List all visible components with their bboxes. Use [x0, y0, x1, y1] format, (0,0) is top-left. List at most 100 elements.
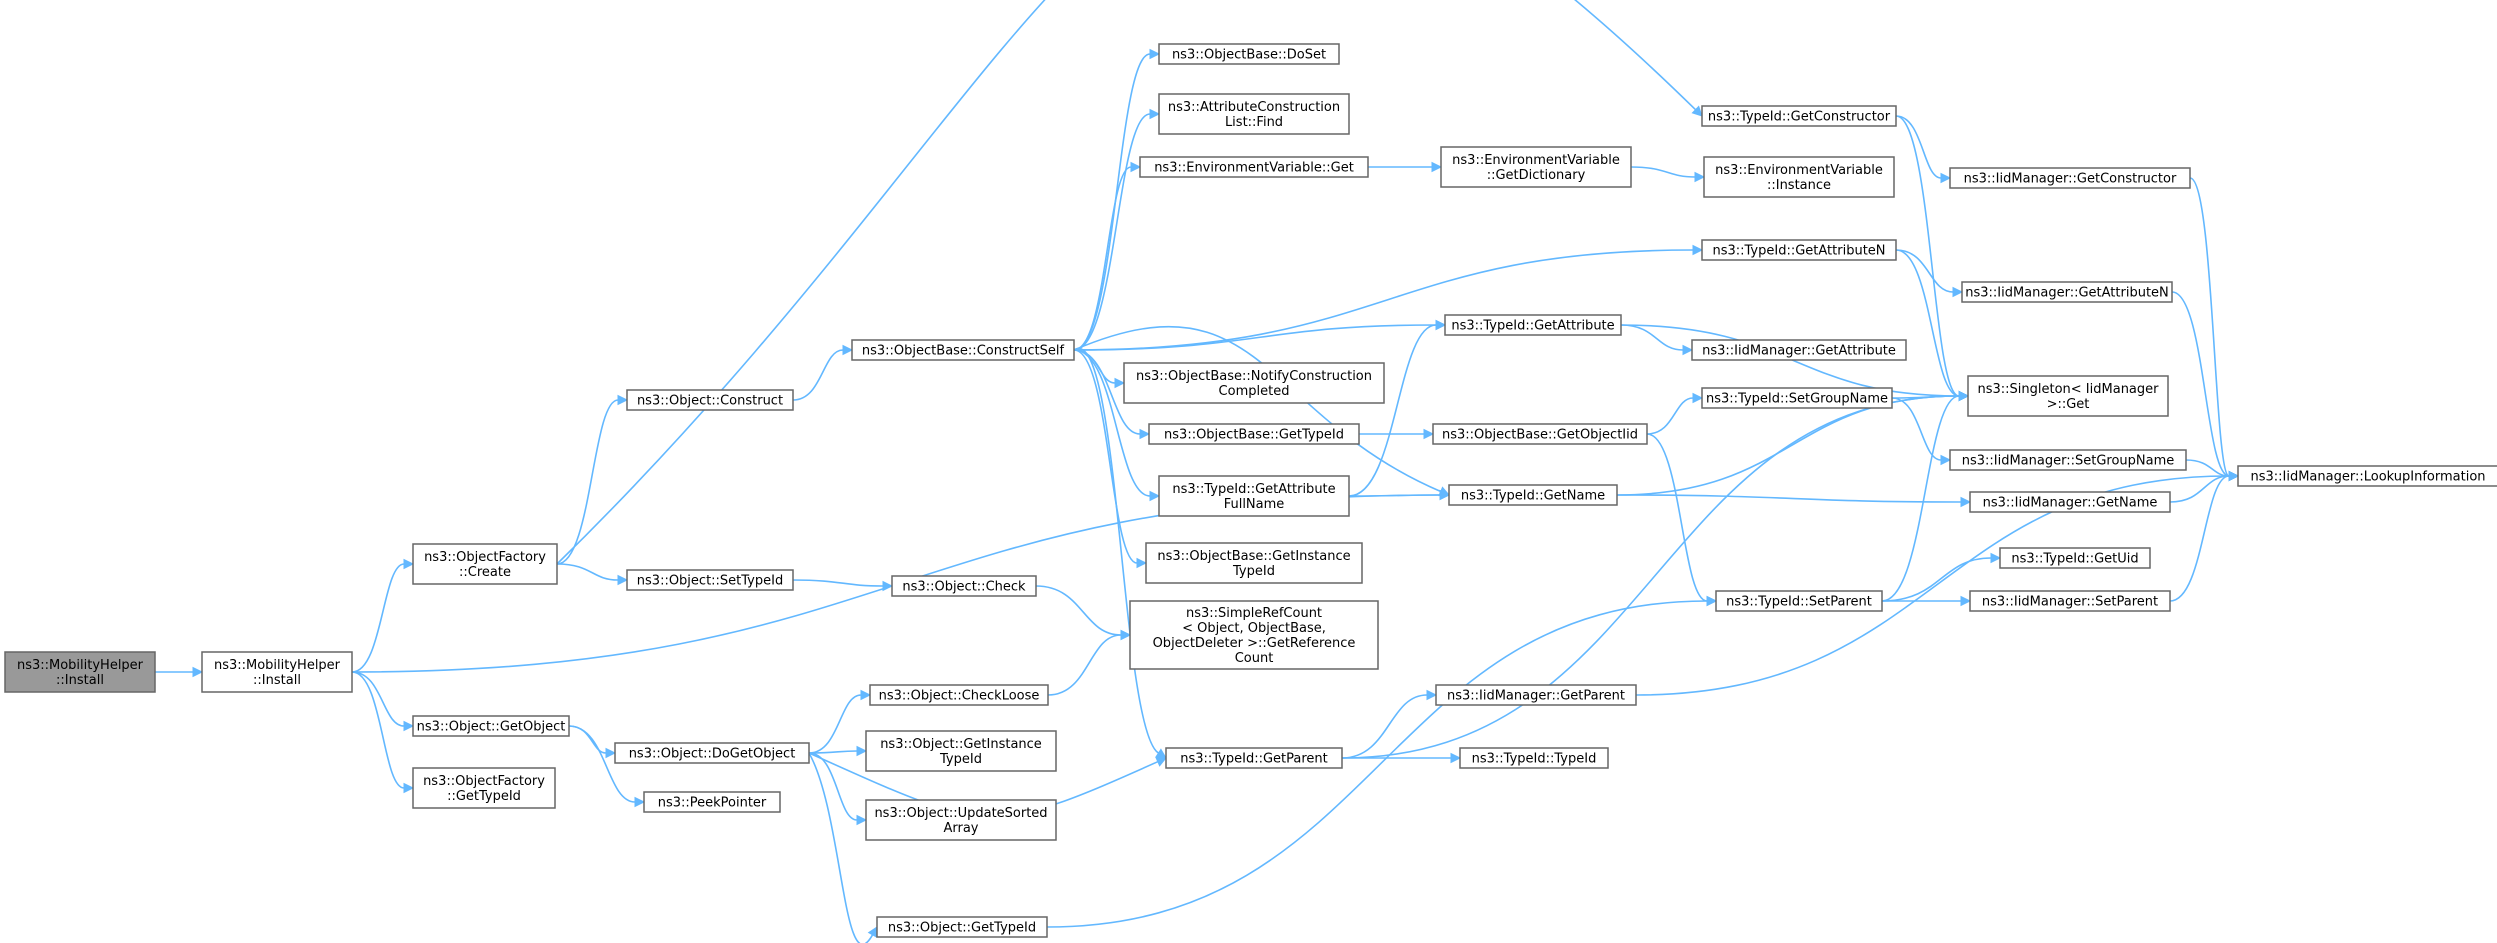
- graph-node[interactable]: ns3::ObjectBase::DoSet: [1158, 43, 1340, 65]
- graph-node[interactable]: ns3::Singleton< IidManager >::Get: [1967, 375, 2169, 417]
- edge-n10-n28: [1073, 325, 1451, 497]
- edge-line: [808, 694, 862, 754]
- graph-node[interactable]: ns3::ObjectFactory::GetTypeId: [412, 767, 556, 809]
- root-node[interactable]: ns3::MobilityHelper::Install: [4, 651, 156, 693]
- node-box: [1440, 146, 1632, 188]
- graph-node[interactable]: ns3::TypeId::GetParent: [1165, 747, 1343, 769]
- edge-n3-n6: [556, 394, 629, 565]
- graph-node[interactable]: ns3::ObjectFactory::Create: [412, 543, 558, 585]
- node-box: [1129, 600, 1379, 670]
- graph-node[interactable]: ns3::IidManager::GetAttribute: [1691, 339, 1907, 361]
- graph-node[interactable]: ns3::TypeId::TypeId: [1459, 747, 1609, 769]
- graph-node[interactable]: ns3::ObjectBase::ConstructSelf: [851, 339, 1075, 361]
- edge-arrowhead: [1426, 689, 1438, 701]
- node-label: ns3::IidManager::GetAttributeN: [1965, 286, 2169, 301]
- edge-n12-n23: [1047, 629, 1132, 696]
- edge-arrowhead: [192, 666, 204, 678]
- graph-node[interactable]: ns3::ObjectBase::GetTypeId: [1148, 423, 1360, 445]
- edge-line: [1341, 694, 1428, 759]
- graph-node[interactable]: ns3::ObjectBase::NotifyConstructionCompl…: [1123, 362, 1385, 404]
- graph-node[interactable]: ns3::EnvironmentVariable::Instance: [1703, 156, 1895, 198]
- node-label: < Object, ObjectBase,: [1182, 621, 1326, 636]
- graph-node[interactable]: ns3::TypeId::SetGroupName: [1701, 387, 1893, 409]
- node-label: TypeId: [939, 752, 982, 767]
- graph-node[interactable]: ns3::Object::CheckLoose: [869, 684, 1049, 706]
- graph-node[interactable]: ns3::Object::GetTypeId: [876, 916, 1048, 938]
- node-label: ns3::TypeId::SetGroupName: [1706, 392, 1888, 407]
- node-label: Completed: [1219, 384, 1290, 399]
- node-label: ns3::TypeId::SetParent: [1726, 595, 1872, 610]
- node-box: [412, 715, 570, 737]
- node-label: ns3::Object::UpdateSorted: [874, 806, 1047, 821]
- edge-line: [351, 671, 405, 789]
- node-box: [1435, 684, 1637, 706]
- edge-line: [1895, 249, 1954, 293]
- graph-node[interactable]: ns3::Object::GetObject: [412, 715, 570, 737]
- graph-node[interactable]: ns3::Object::Construct: [626, 389, 794, 411]
- edge-n21-n28: [1348, 489, 1451, 501]
- graph-node[interactable]: ns3::IidManager::SetParent: [1969, 590, 2171, 612]
- node-box: [1123, 362, 1385, 404]
- edge-line: [1881, 395, 1960, 602]
- graph-node[interactable]: ns3::TypeId::GetUid: [1999, 547, 2151, 569]
- graph-node[interactable]: ns3::TypeId::GetAttributeN: [1701, 239, 1897, 261]
- graph-node[interactable]: ns3::IidManager::GetConstructor: [1949, 167, 2191, 189]
- edge-line: [1895, 249, 1960, 397]
- graph-node[interactable]: ns3::Object::DoGetObject: [614, 742, 810, 764]
- graph-node[interactable]: ns3::TypeId::SetParent: [1715, 590, 1883, 612]
- node-box: [614, 742, 810, 764]
- node-label: ns3::Object::GetTypeId: [888, 921, 1036, 936]
- node-label: ns3::IidManager::GetName: [1983, 496, 2158, 511]
- edge-arrowhead: [605, 747, 617, 759]
- graph-node[interactable]: ns3::IidManager::GetParent: [1435, 684, 1637, 706]
- edge-line: [556, 0, 1697, 565]
- edge-arrowhead: [1694, 171, 1706, 183]
- graph-node[interactable]: ns3::IidManager::SetGroupName: [1949, 449, 2187, 471]
- graph-node[interactable]: ns3::EnvironmentVariable::GetDictionary: [1440, 146, 1632, 188]
- edge-line: [1341, 395, 1960, 759]
- graph-node[interactable]: ns3::IidManager::GetName: [1969, 491, 2171, 513]
- graph-node[interactable]: ns3::IidManager::GetAttributeN: [1961, 281, 2173, 303]
- edge-n3-n31: [556, 0, 1703, 565]
- graph-node[interactable]: ns3::EnvironmentVariable::Get: [1139, 156, 1369, 178]
- edge-line: [556, 399, 619, 565]
- edge-arrowhead: [1940, 454, 1952, 466]
- edge-n10-n17: [1073, 108, 1161, 351]
- edge-arrowhead: [634, 796, 646, 808]
- edge-arrowhead: [1692, 392, 1704, 404]
- graph-node[interactable]: ns3::TypeId::GetName: [1448, 484, 1618, 506]
- edge-n21-n26: [1348, 319, 1447, 497]
- edge-arrowhead: [1682, 344, 1694, 356]
- edge-line: [1046, 600, 1708, 928]
- node-label: ns3::Object::GetObject: [417, 720, 566, 735]
- graph-node[interactable]: ns3::SimpleRefCount< Object, ObjectBase,…: [1129, 600, 1379, 670]
- node-label: ns3::Object::Construct: [637, 394, 783, 409]
- edge-line: [1073, 324, 1437, 351]
- graph-node[interactable]: ns3::IidManager::LookupInformation: [2237, 465, 2497, 487]
- graph-node[interactable]: ns3::TypeId::GetConstructor: [1701, 105, 1897, 127]
- node-label: ns3::TypeId::GetName: [1461, 489, 1605, 504]
- graph-node[interactable]: ns3::MobilityHelper::Install: [201, 651, 353, 693]
- node-label: ns3::TypeId::GetParent: [1180, 752, 1328, 767]
- edge-line: [2169, 475, 2230, 602]
- graph-node[interactable]: ns3::PeekPointer: [643, 791, 781, 813]
- edge-line: [808, 752, 874, 943]
- graph-node[interactable]: ns3::TypeId::GetAttribute: [1444, 314, 1622, 336]
- edge-arrowhead: [860, 689, 872, 701]
- node-label: ns3::AttributeConstruction: [1168, 100, 1340, 115]
- edge-n7-n11: [792, 579, 894, 592]
- graph-node[interactable]: ns3::Object::Check: [891, 575, 1037, 597]
- graph-node[interactable]: ns3::Object::SetTypeId: [626, 569, 794, 591]
- edge-line: [1635, 475, 2230, 696]
- node-box: [1949, 167, 2191, 189]
- edge-arrowhead: [1155, 757, 1168, 767]
- edge-arrowhead: [1960, 595, 1972, 607]
- graph-node[interactable]: ns3::ObjectBase::GetObjectIid: [1432, 423, 1648, 445]
- node-box: [1715, 590, 1883, 612]
